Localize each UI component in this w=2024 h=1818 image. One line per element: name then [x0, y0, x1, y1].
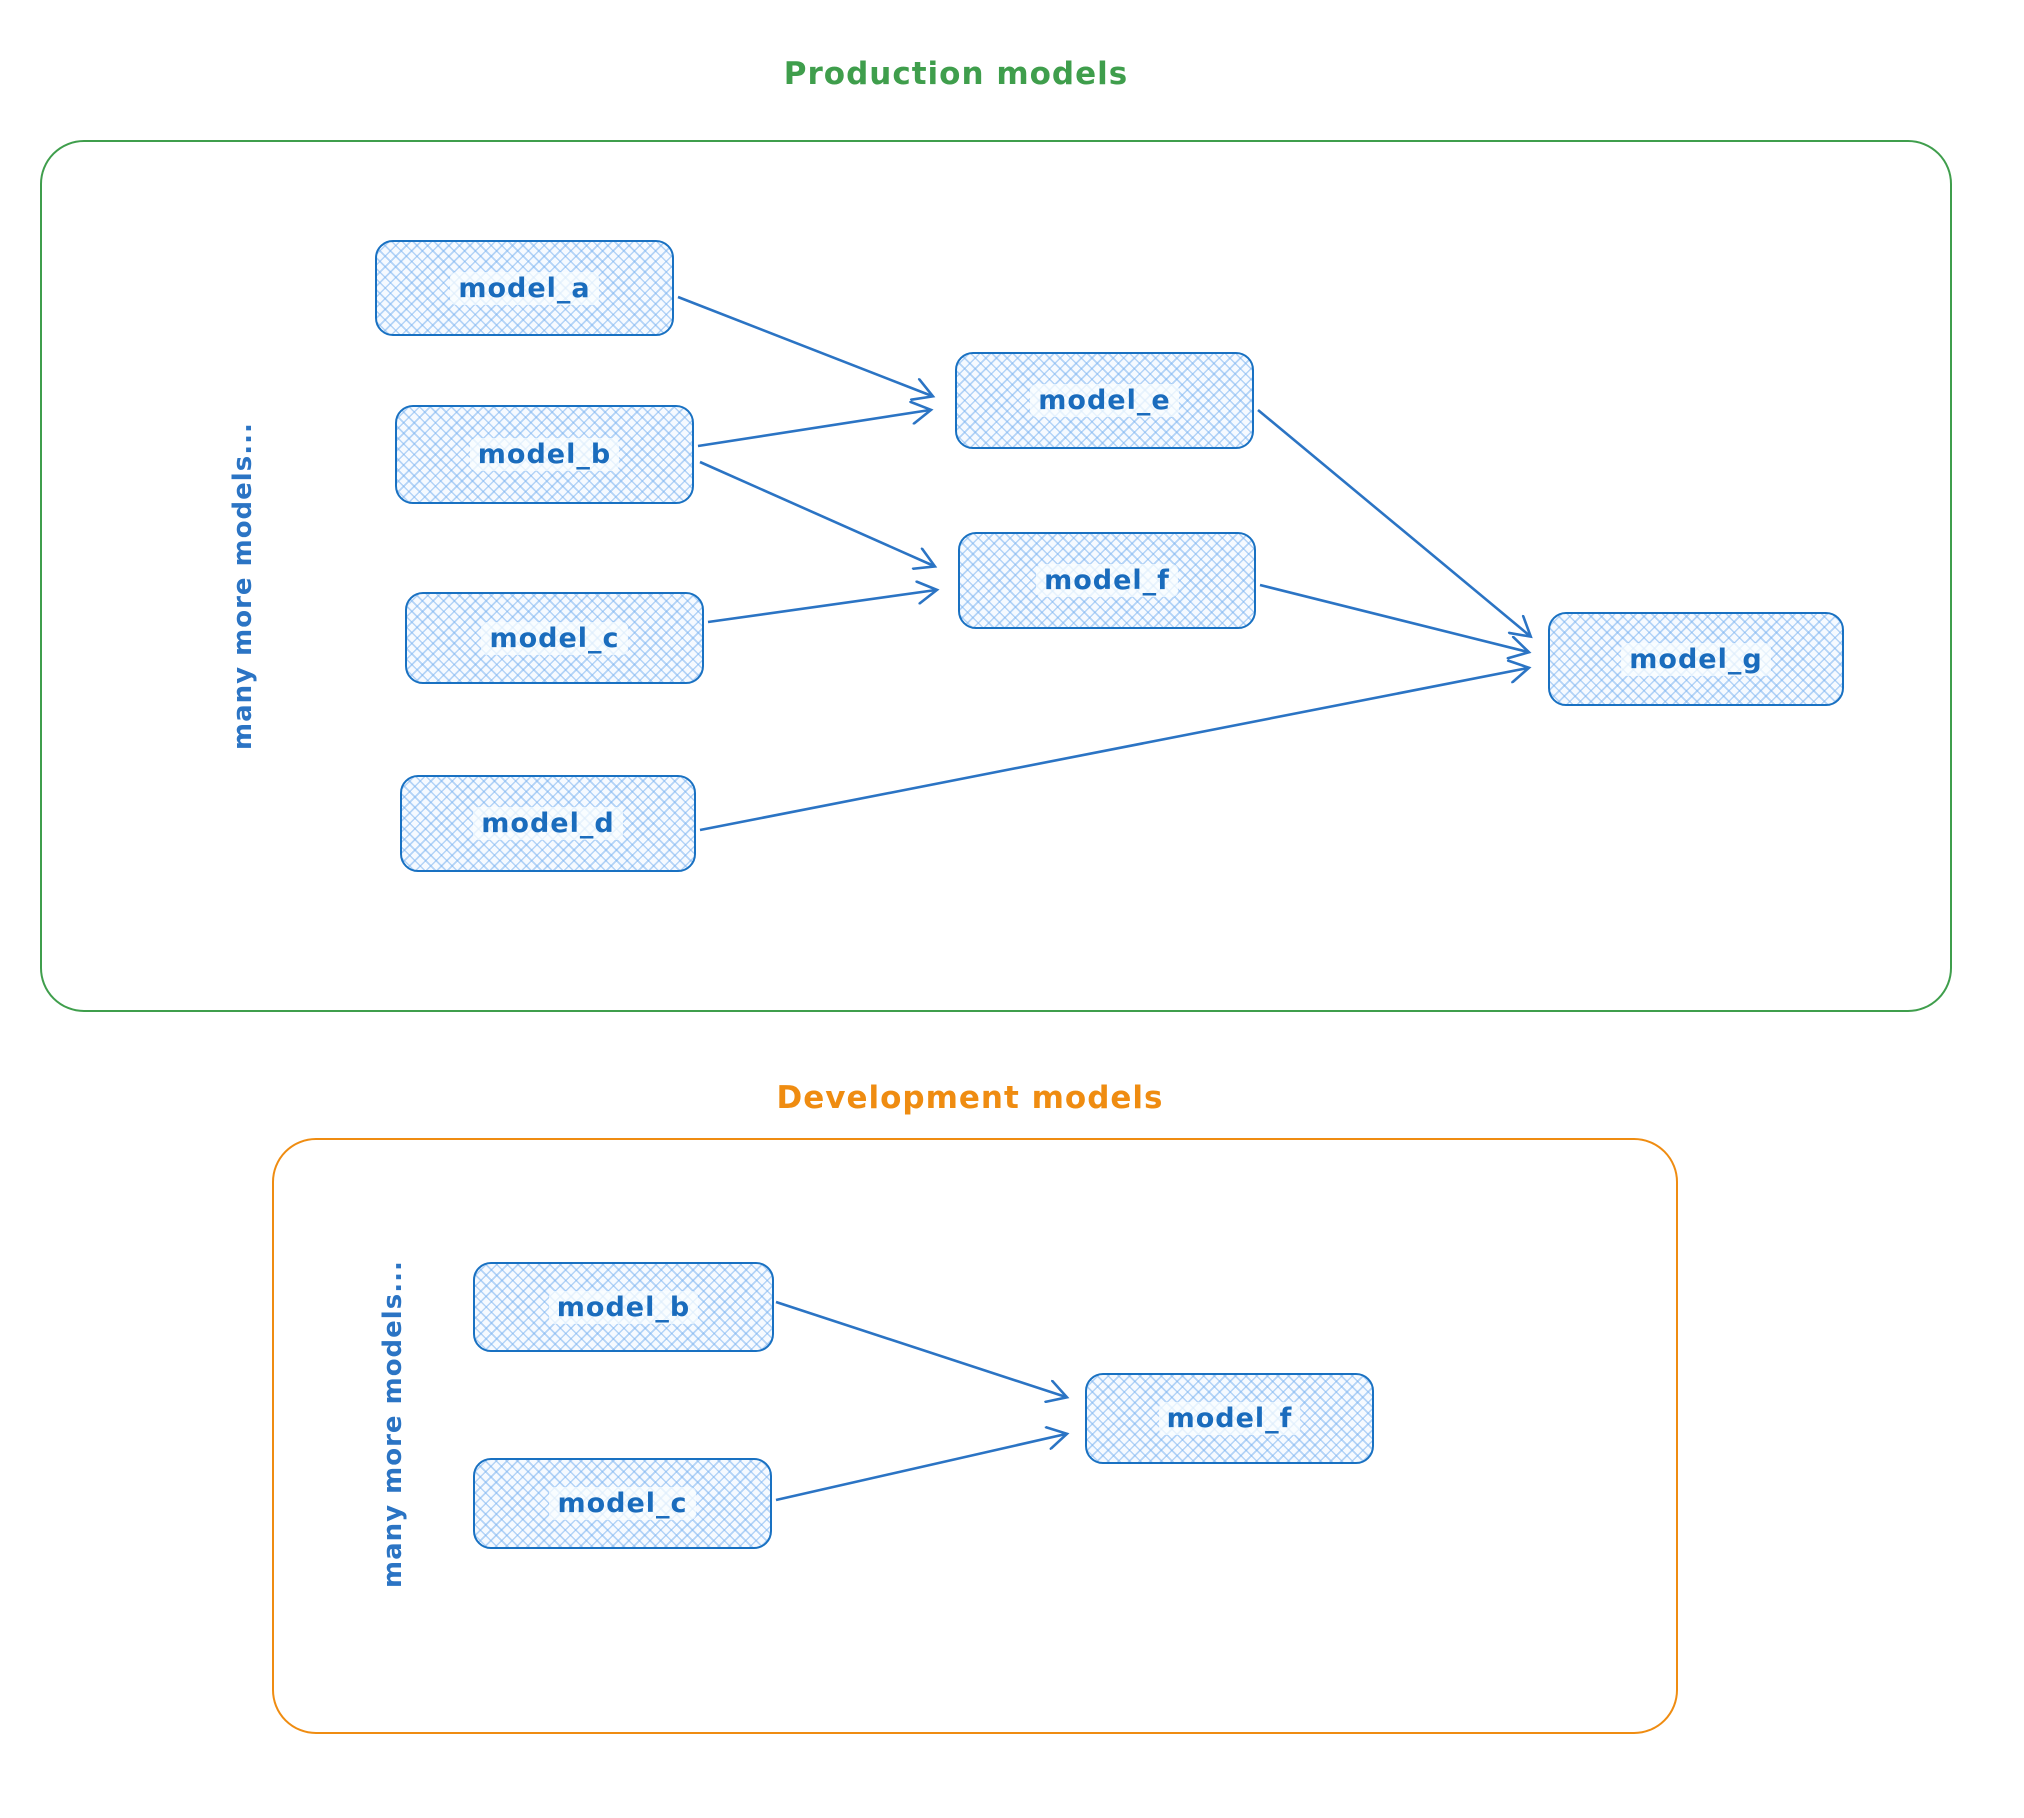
node-label: model_c [549, 1487, 696, 1520]
production-section-title: Production models [783, 56, 1129, 92]
node-label: model_g [1621, 642, 1771, 676]
node-label: model_e [1030, 384, 1179, 417]
development-side-label: many more models... [378, 1260, 408, 1588]
node-production-model_c: model_c [405, 592, 704, 684]
node-production-model_f: model_f [958, 532, 1256, 629]
node-label: model_b [469, 438, 620, 471]
development-frame [272, 1138, 1678, 1734]
node-label: model_c [481, 621, 628, 655]
node-development-model_f: model_f [1085, 1373, 1374, 1464]
node-label: model_f [1036, 564, 1178, 597]
node-label: model_f [1158, 1402, 1301, 1435]
node-label: model_d [473, 807, 623, 840]
production-side-label: many more models... [228, 422, 258, 750]
node-production-model_d: model_d [400, 775, 696, 872]
node-production-model_e: model_e [955, 352, 1254, 449]
node-development-model_c: model_c [473, 1458, 772, 1549]
node-production-model_g: model_g [1548, 612, 1844, 706]
node-production-model_a: model_a [375, 240, 674, 336]
production-frame [40, 140, 1952, 1012]
development-section-title: Development models [776, 1080, 1164, 1116]
node-label: model_a [450, 271, 599, 305]
node-label: model_b [548, 1290, 699, 1324]
node-production-model_b: model_b [395, 405, 694, 504]
node-development-model_b: model_b [473, 1262, 774, 1352]
